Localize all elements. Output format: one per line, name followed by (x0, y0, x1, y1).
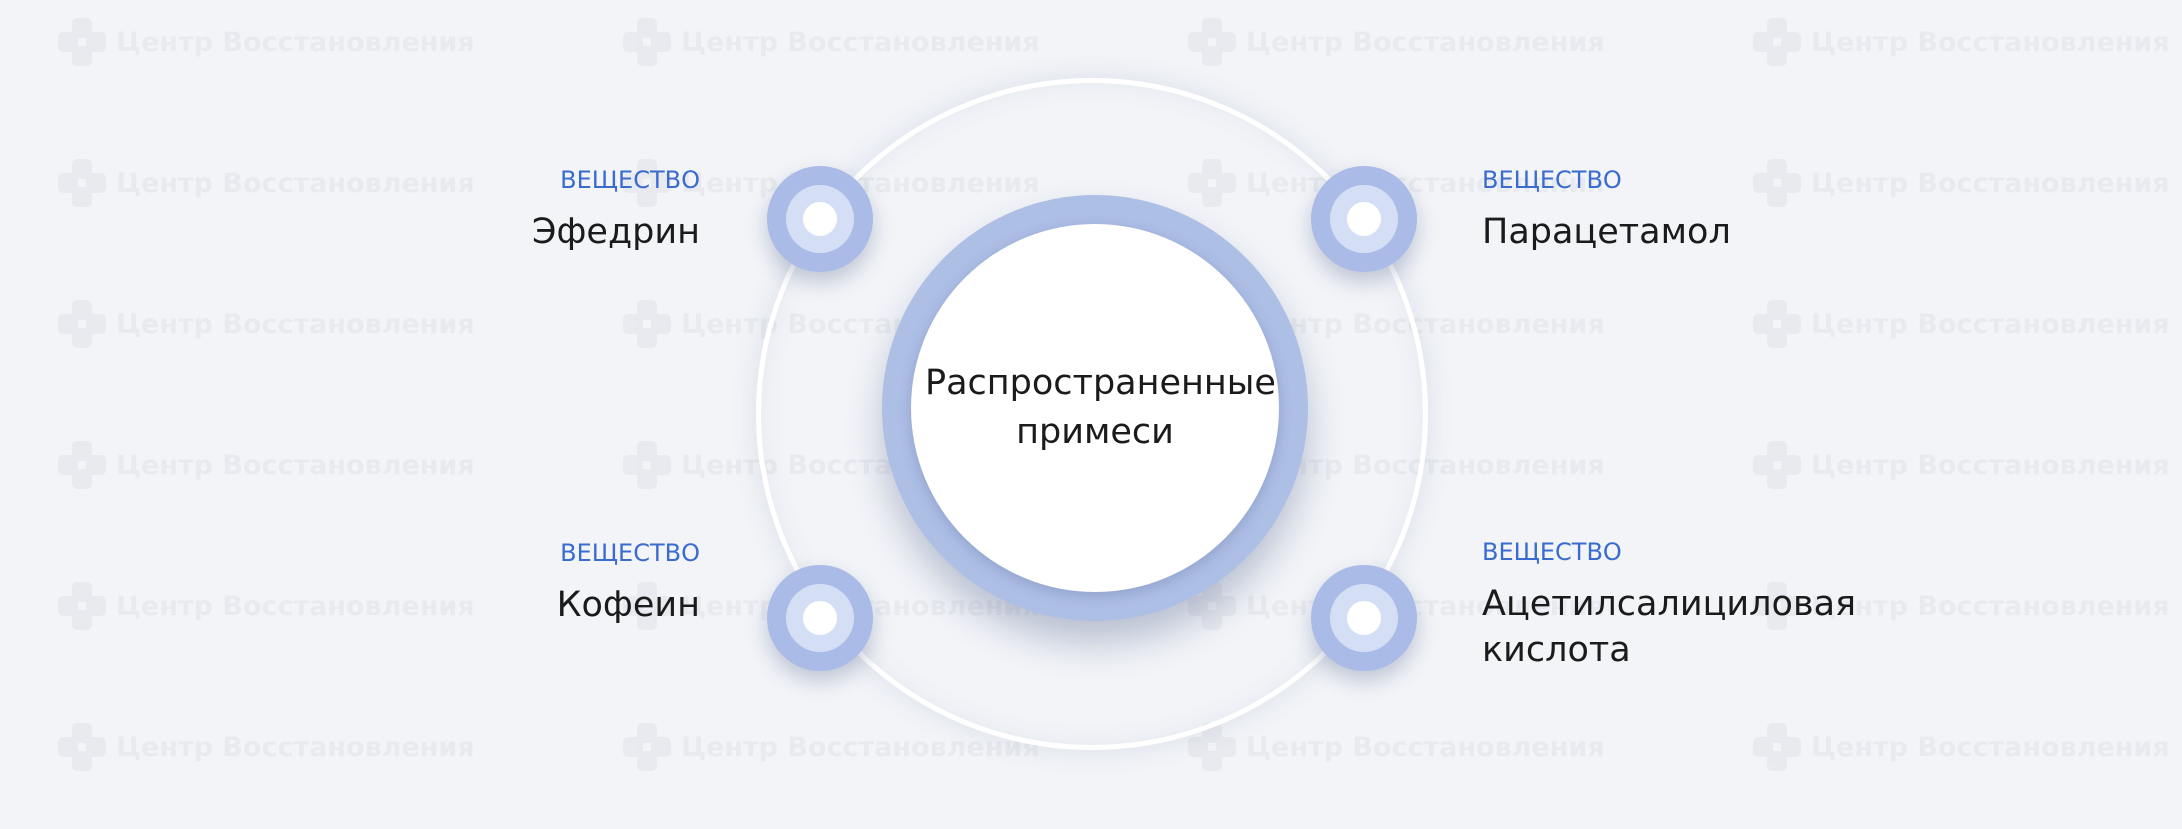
watermark: Центр Восстановления (58, 723, 475, 771)
item-name: Кофеин (556, 585, 700, 625)
item-type: ВЕЩЕСТВО (560, 539, 700, 567)
cross-logo-icon (1753, 18, 1801, 66)
watermark: Центр Восстановления (1753, 441, 2170, 489)
cross-logo-icon (58, 582, 106, 630)
watermark: Центр Восстановления (58, 300, 475, 348)
watermark: Центр Восстановления (1753, 159, 2170, 207)
cross-logo-icon (1753, 159, 1801, 207)
node-top-right (1311, 166, 1417, 272)
cross-logo-icon (1753, 300, 1801, 348)
watermark: Центр Восстановления (1753, 18, 2170, 66)
watermark: Центр Восстановления (1188, 723, 1605, 771)
cross-logo-icon (1753, 441, 1801, 489)
orbit-ring (756, 78, 1428, 750)
cross-logo-icon (1753, 723, 1801, 771)
cross-logo-icon (58, 723, 106, 771)
watermark: Центр Восстановления (58, 159, 475, 207)
watermark: Центр Восстановления (58, 441, 475, 489)
cross-logo-icon (58, 441, 106, 489)
node-bottom-right (1311, 565, 1417, 671)
cross-logo-icon (58, 159, 106, 207)
item-label-bottom-left: ВЕЩЕСТВО Кофеин (557, 538, 700, 628)
watermark: Центр Восстановления (1753, 723, 2170, 771)
cross-logo-icon (1188, 18, 1236, 66)
watermark: Центр Восстановления (58, 18, 475, 66)
cross-logo-icon (58, 300, 106, 348)
watermark: Центр Восстановления (623, 18, 1040, 66)
watermark: Центр Восстановления (1188, 18, 1605, 66)
item-label-bottom-right: ВЕЩЕСТВО Ацетилсалициловая кислота (1482, 537, 1882, 673)
center-hub: Распространенные примеси (882, 195, 1308, 621)
watermark: Центр Восстановления (58, 582, 475, 630)
item-name: Ацетилсалициловая кислота (1482, 584, 1857, 670)
item-type: ВЕЩЕСТВО (1482, 538, 1622, 566)
item-label-top-right: ВЕЩЕСТВО Парацетамол (1482, 165, 1731, 255)
watermark: Центр Восстановления (623, 723, 1040, 771)
center-label: Распространенные примеси (925, 363, 1276, 452)
item-type: ВЕЩЕСТВО (1482, 166, 1622, 194)
cross-logo-icon (623, 300, 671, 348)
cross-logo-icon (623, 18, 671, 66)
cross-logo-icon (623, 723, 671, 771)
item-type: ВЕЩЕСТВО (560, 166, 700, 194)
item-label-top-left: ВЕЩЕСТВО Эфедрин (532, 165, 700, 255)
watermark: Центр Восстановления (1753, 300, 2170, 348)
item-name: Парацетамол (1482, 212, 1731, 252)
center-hub-inner: Распространенные примеси (911, 224, 1279, 592)
item-name: Эфедрин (532, 212, 700, 252)
cross-logo-icon (58, 18, 106, 66)
node-top-left (767, 166, 873, 272)
cross-logo-icon (623, 441, 671, 489)
node-bottom-left (767, 565, 873, 671)
